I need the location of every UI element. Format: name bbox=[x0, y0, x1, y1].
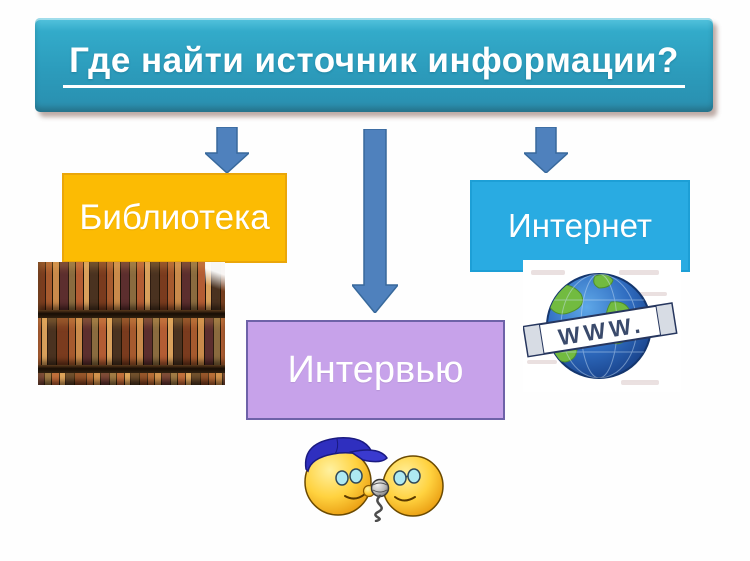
down-arrow-to-interview-icon bbox=[352, 129, 398, 313]
smiley-right bbox=[382, 455, 444, 517]
library-label: Библиотека bbox=[79, 198, 270, 237]
slide-title: Где найти источник информации? bbox=[63, 41, 685, 89]
shelf-board bbox=[38, 310, 225, 318]
bookshelf-image bbox=[38, 262, 225, 385]
internet-box: Интернет bbox=[470, 180, 690, 272]
cap-brim bbox=[349, 449, 388, 463]
microphone-cord bbox=[374, 494, 383, 522]
title-banner: Где найти источник информации? bbox=[35, 18, 713, 112]
library-box: Библиотека bbox=[62, 173, 287, 263]
microphone bbox=[370, 478, 390, 522]
interview-smileys-image bbox=[304, 437, 444, 522]
interview-box: Интервью bbox=[246, 320, 505, 420]
smiley-left bbox=[304, 437, 388, 516]
shelf-board bbox=[38, 365, 225, 373]
bookshelf-row bbox=[38, 373, 225, 385]
internet-label: Интернет bbox=[508, 207, 652, 244]
bookshelf-row bbox=[38, 262, 225, 310]
bookshelf-row bbox=[38, 318, 225, 365]
globe-www-image: WWW. bbox=[523, 260, 681, 392]
down-arrow-to-internet-icon bbox=[524, 127, 568, 173]
watermark-marks bbox=[527, 270, 667, 385]
photo-light-corner bbox=[205, 262, 225, 292]
down-arrow-to-library-icon bbox=[205, 127, 249, 173]
interview-label: Интервью bbox=[287, 348, 464, 391]
